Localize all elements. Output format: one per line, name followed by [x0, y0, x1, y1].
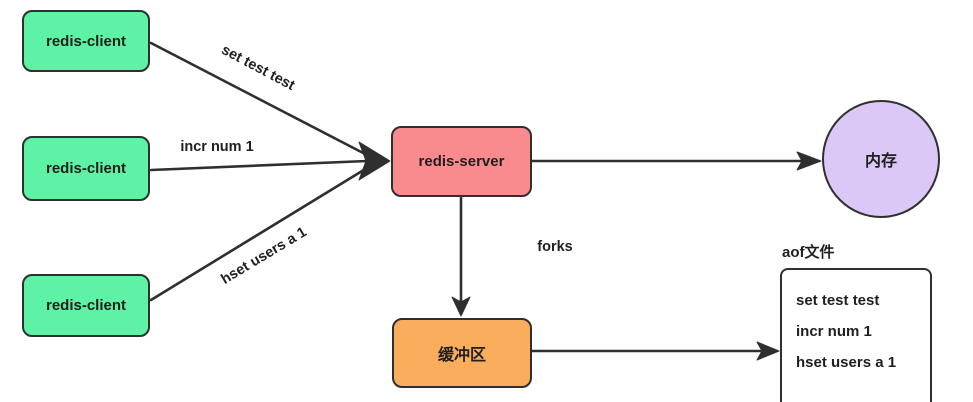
buffer-node: 缓冲区 — [392, 318, 532, 388]
server-node: redis-server — [391, 126, 532, 197]
edge-label-incr: incr num 1 — [180, 139, 254, 155]
edge-client3-server — [149, 166, 369, 302]
aof-entry: hset users a 1 — [796, 354, 897, 371]
edge-client2-server — [149, 159, 369, 172]
aof-entry: incr num 1 — [796, 323, 872, 340]
buffer-node-label: 缓冲区 — [437, 347, 486, 364]
memory-node: 内存 — [822, 100, 940, 218]
arrowhead-server-memory — [796, 151, 822, 171]
client-node-1: redis-client — [22, 10, 150, 72]
client-node-2-label: redis-client — [45, 160, 127, 177]
aof-entry: set test test — [796, 292, 880, 309]
client-node-1-label: redis-client — [45, 32, 127, 50]
client-node-2: redis-client — [22, 136, 150, 201]
arrowhead-server-buffer — [451, 296, 471, 317]
arrowhead-clients-server — [358, 141, 391, 181]
aof-file-box: set test test incr num 1 hset users a 1 — [780, 268, 932, 402]
arrowhead-buffer-aof — [756, 341, 780, 361]
aof-file-title: aof文件 — [782, 244, 835, 261]
server-node-label: redis-server — [418, 153, 505, 170]
client-node-3-label: redis-client — [45, 297, 127, 314]
edge-label-forks: forks — [537, 239, 573, 255]
client-node-3: redis-client — [22, 274, 150, 337]
edge-client1-server — [149, 41, 369, 157]
memory-node-label: 内存 — [864, 153, 897, 170]
